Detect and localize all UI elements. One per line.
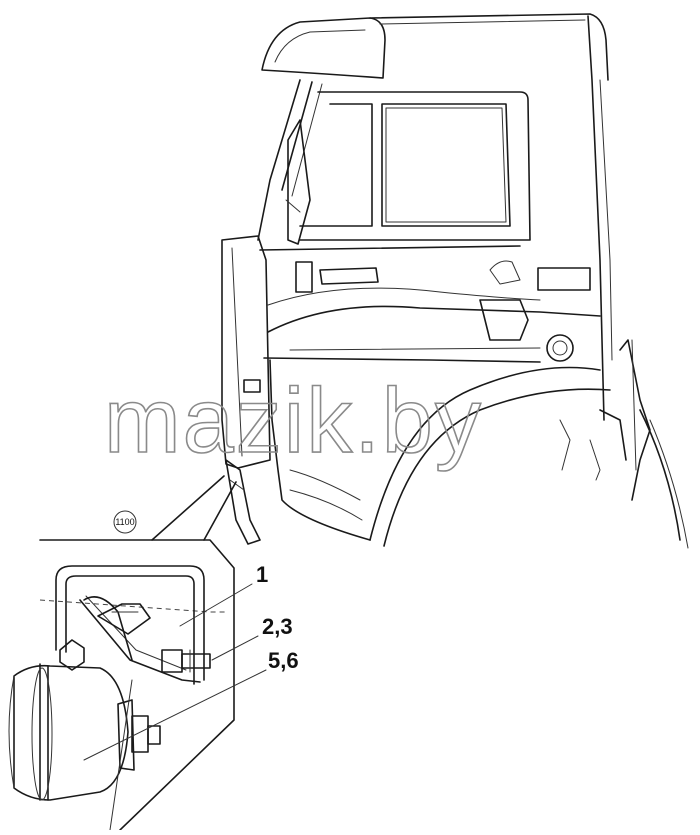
view-reference-marker: 1100 [113,510,137,534]
truck-cab-illustration [221,13,689,549]
callout-leaders [83,583,267,831]
detail-leader-lines [151,475,237,541]
view-reference-label: 1100 [115,517,134,527]
callout-1: 1 [256,562,268,587]
detail-lamp-housing [8,663,161,801]
callout-5-6: 5,6 [268,648,299,673]
watermark-text: mazik.by [104,370,483,472]
callout-2-3: 2,3 [262,614,293,639]
detail-bracket [55,565,211,685]
detail-frame [39,539,235,831]
